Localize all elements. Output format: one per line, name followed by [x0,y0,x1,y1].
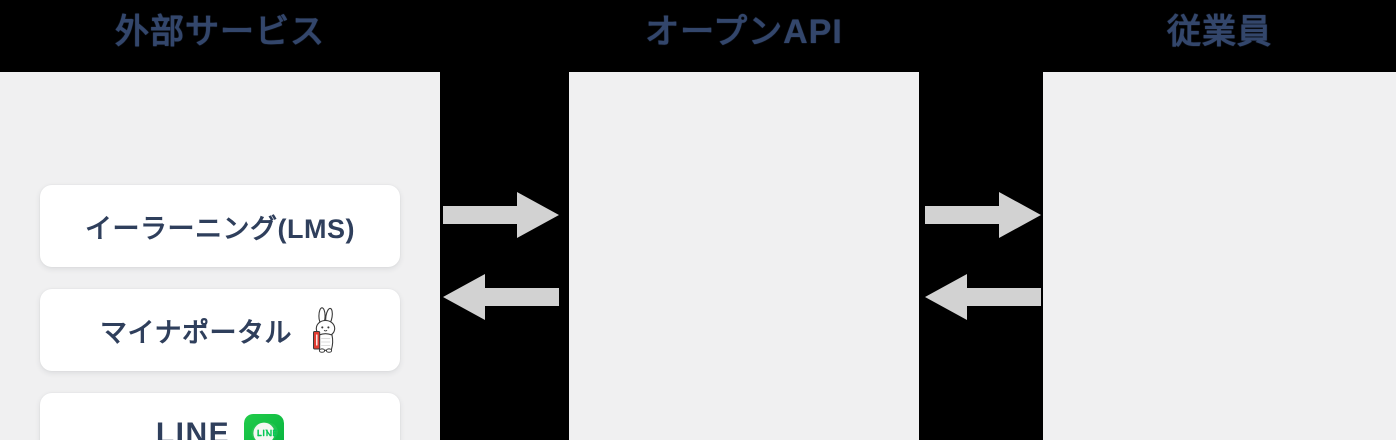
line-app-icon [244,414,285,440]
panel-employees [1043,72,1396,440]
arrow-right-external-to-api [443,192,559,238]
column-header-open-api: オープンAPI [645,12,843,51]
column-header-external-service: 外部サービス [115,12,325,51]
arrow-right-api-to-employee [925,192,1041,238]
service-card-line[interactable]: LINE [40,393,400,440]
column-header-employee: 従業員 [1167,12,1272,51]
service-card-line-label: LINE [155,417,231,440]
panel-open-api [569,72,1396,440]
service-card-lms[interactable]: イーラーニング(LMS) [40,185,400,267]
arrow-left-api-to-external [443,274,559,320]
arrow-group-api-employee [925,192,1041,320]
arrow-left-employee-to-api [925,274,1041,320]
panel-external-services: イーラーニング(LMS) マイナポータル [0,72,440,440]
maina-rabbit-mascot-icon [306,307,340,353]
service-card-myna-portal[interactable]: マイナポータル [40,289,400,371]
arrow-group-external-api [443,192,559,320]
service-card-myna-portal-label: マイナポータル [100,317,292,348]
service-card-lms-label: イーラーニング(LMS) [85,213,355,244]
